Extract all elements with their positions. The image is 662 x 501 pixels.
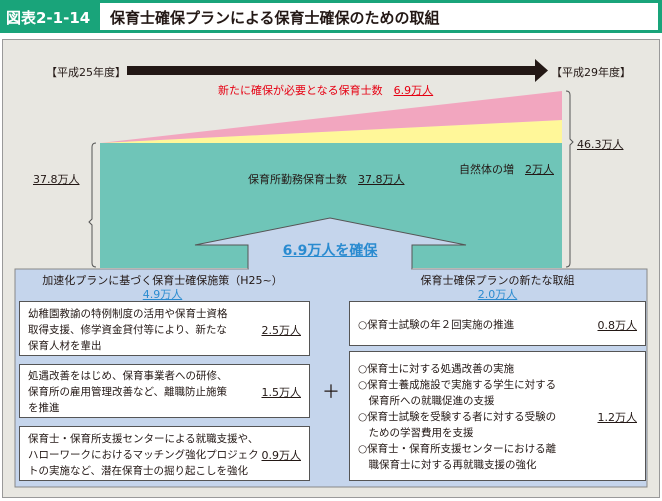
measure-text-line: トの実施など、潜在保育士の掘り起こしを強化	[28, 464, 248, 477]
measure-text-line: 保育所への就職促進の支援	[358, 395, 495, 407]
measure-text-line: ○保育士試験の年２回実施の推進	[358, 318, 515, 331]
measure-text-line: 保育所の雇用管理改善など、離職防止施策	[28, 386, 227, 398]
measure-text-line: ○保育士・保育所支援センターにおける離	[358, 443, 557, 455]
measure-text-line: を推進	[28, 402, 60, 414]
left-brace	[88, 142, 97, 268]
measure-text-line: ための学習費用を支援	[358, 427, 474, 439]
measure-text-line: 職保育士に対する再就職支援の強化	[358, 459, 537, 471]
measure-value: 1.2万人	[597, 411, 638, 424]
natural-increase-label: 自然体の増 2万人	[459, 163, 554, 176]
measure-text-line: 幼稚園教諭の特例制度の活用や保育士資格	[28, 307, 228, 320]
measure-value: 0.9万人	[261, 448, 302, 462]
measure-text-line: ○保育士養成施設で実施する学生に対する	[358, 379, 557, 391]
figure-label: 図表2-1-14	[6, 9, 91, 27]
timeline-end: 【平成29年度】	[551, 66, 631, 79]
right-total: 46.3万人	[577, 138, 624, 151]
new-required-label: 新たに確保が必要となる保育士数 6.9万人	[218, 84, 434, 97]
measure-text-line: ○保育士試験を受験する者に対する受験の	[358, 411, 557, 423]
measure-text-line: 保育士・保育所支援センターによる就職支援や、	[28, 432, 259, 445]
timeline-start: 【平成25年度】	[46, 66, 126, 79]
timeline-arrow	[127, 59, 548, 82]
plus-sign: ＋	[322, 382, 340, 403]
left-measure-box: 幼稚園教諭の特例制度の活用や保育士資格取得支援、修学資金貸付等により、新たな保育…	[19, 301, 310, 356]
page-title: 保育士確保プランによる保育士確保のための取組	[110, 9, 440, 27]
right-measure-box: ○保育士に対する処遇改善の実施 ○保育士養成施設で実施する学生に対する 保育所への…	[349, 351, 646, 481]
measure-text-line: ○保育士に対する処遇改善の実施	[358, 363, 515, 375]
secure-label: 6.9万人を確保	[282, 243, 378, 259]
left-measure-box: 保育士・保育所支援センターによる就職支援や、ハローワークにおけるマッチング強化プ…	[19, 426, 310, 481]
measure-value: 0.8万人	[597, 318, 638, 332]
left-heading: 加速化プランに基づく保育士確保施策（H25~）4.9万人	[42, 274, 283, 301]
new-required-area	[100, 91, 562, 143]
measure-text-line: 処遇改善をはじめ、保育事業者への研修、	[28, 370, 228, 382]
left-total: 37.8万人	[33, 173, 80, 186]
title-box	[100, 3, 658, 30]
measure-value: 1.5万人	[261, 386, 302, 399]
right-brace	[565, 90, 574, 268]
measure-text-line: ハローワークにおけるマッチング強化プロジェク	[28, 448, 259, 461]
measure-value: 2.5万人	[261, 323, 302, 337]
measure-text-line: 保育人材を輩出	[28, 339, 102, 352]
base-label: 保育所勤務保育士数 37.8万人	[248, 173, 405, 186]
left-measure-box: 処遇改善をはじめ、保育事業者への研修、保育所の雇用管理改善など、離職防止施策を推…	[19, 364, 310, 418]
right-measure-box: ○保育士試験の年２回実施の推進 0.8万人	[349, 301, 646, 346]
measure-text-line: 取得支援、修学資金貸付等により、新たな	[28, 323, 227, 336]
